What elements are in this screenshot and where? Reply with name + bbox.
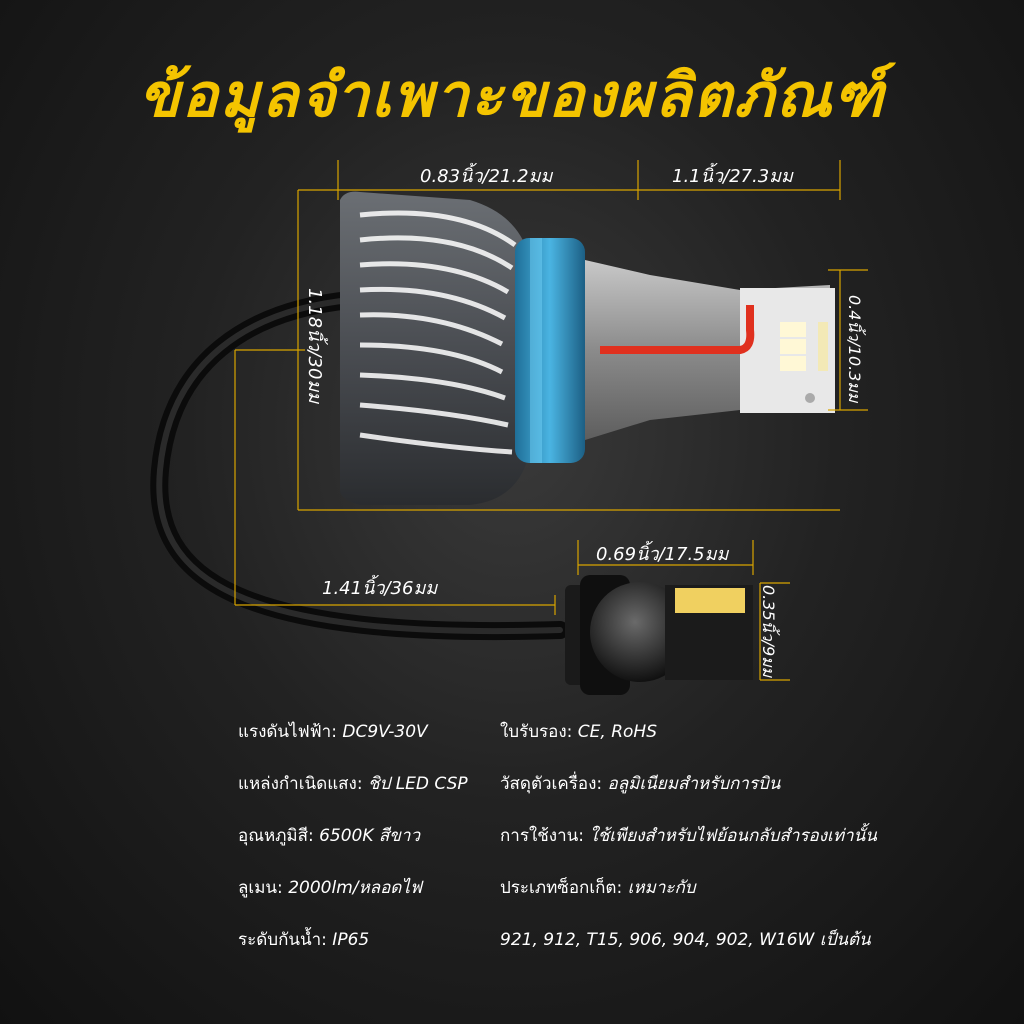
dimension-height-left: 1.18นิ้ว/30มม <box>304 288 325 404</box>
socket-ring <box>515 238 585 463</box>
dimension-top-right: 1.1นิ้ว/27.3มม <box>672 166 793 187</box>
spec-material: วัสดุตัวเครื่อง: อลูมิเนียมสำหรับการบิน <box>500 774 781 794</box>
spec-light-source: แหล่งกำเนิดแสง: ชิป LED CSP <box>238 774 468 794</box>
spec-waterproof: ระดับกันน้ำ: IP65 <box>238 930 370 950</box>
dimension-cable-length: 1.41นิ้ว/36มม <box>322 578 438 599</box>
heatsink <box>340 191 530 505</box>
spec-socket-models: 921, 912, T15, 906, 904, 902, W16W เป็นต… <box>500 930 871 950</box>
spec-certification: ใบรับรอง: CE, RoHS <box>500 722 658 742</box>
spec-color-temperature: อุณหภูมิสี: 6500K สีขาว <box>238 826 421 846</box>
dimension-bulb-width: 0.69นิ้ว/17.5มม <box>596 544 729 565</box>
dimension-height-right: 0.4นิ้ว/10.3มม <box>845 295 864 403</box>
small-bulb <box>565 575 753 695</box>
spec-lumen: ลูเมน: 2000lm/หลอดไฟ <box>238 878 422 898</box>
spec-socket-type: ประเภทซ็อกเก็ต: เหมาะกับ <box>500 878 696 898</box>
dimension-bulb-height: 0.35นิ้ว/9มม <box>759 585 778 678</box>
spec-voltage: แรงดันไฟฟ้า: DC9V-30V <box>238 722 428 742</box>
spec-usage: การใช้งาน: ใช้เพียงสำหรับไฟย้อนกลับสำรอง… <box>500 826 877 846</box>
dimension-top-left: 0.83นิ้ว/21.2มม <box>420 166 553 187</box>
page-title: ข้อมูลจำเพาะของผลิตภัณฑ์ <box>138 61 886 131</box>
